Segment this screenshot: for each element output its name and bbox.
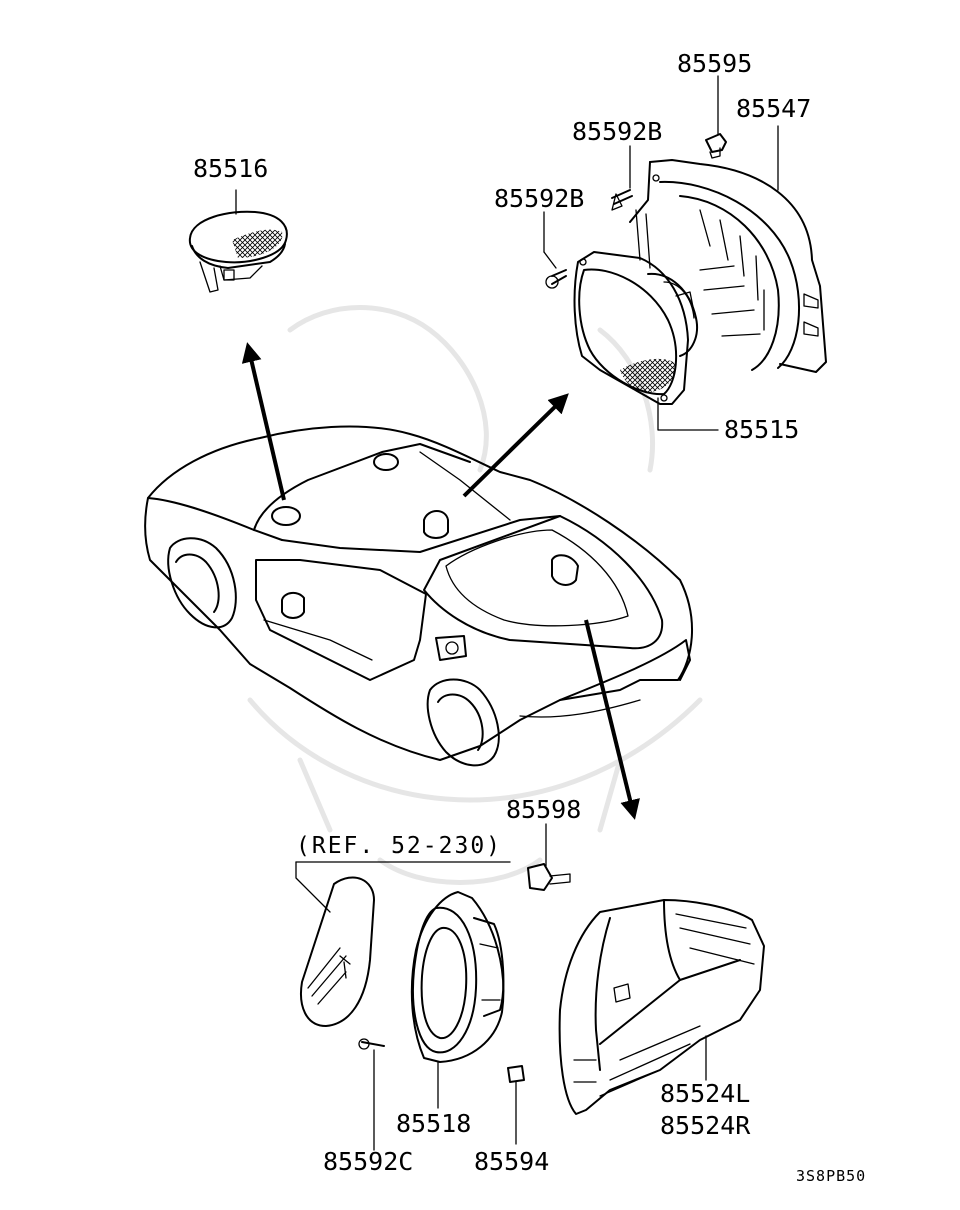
label-85595: 85595 [677, 49, 752, 78]
ref-note: (REF. 52-230) [296, 833, 502, 859]
label-85598: 85598 [506, 795, 581, 824]
rear-speaker-assembly [545, 133, 827, 405]
label-85515: 85515 [724, 415, 799, 444]
label-85524r: 85524R [660, 1111, 751, 1140]
diagram-code: 3S8PB50 [796, 1167, 866, 1185]
label-85594: 85594 [474, 1147, 549, 1176]
arrows [241, 342, 640, 820]
label-85592b-top: 85592B [572, 117, 662, 146]
tweeter-85516 [188, 210, 288, 293]
label-85524l: 85524L [660, 1079, 750, 1108]
label-85518: 85518 [396, 1109, 471, 1138]
label-85547: 85547 [736, 94, 811, 123]
label-85592c: 85592C [323, 1147, 413, 1176]
label-85592b-left: 85592B [494, 184, 584, 213]
label-85516: 85516 [193, 154, 268, 183]
lower-parts [300, 863, 765, 1115]
watermark [247, 305, 703, 885]
leader-lines [235, 75, 779, 1151]
